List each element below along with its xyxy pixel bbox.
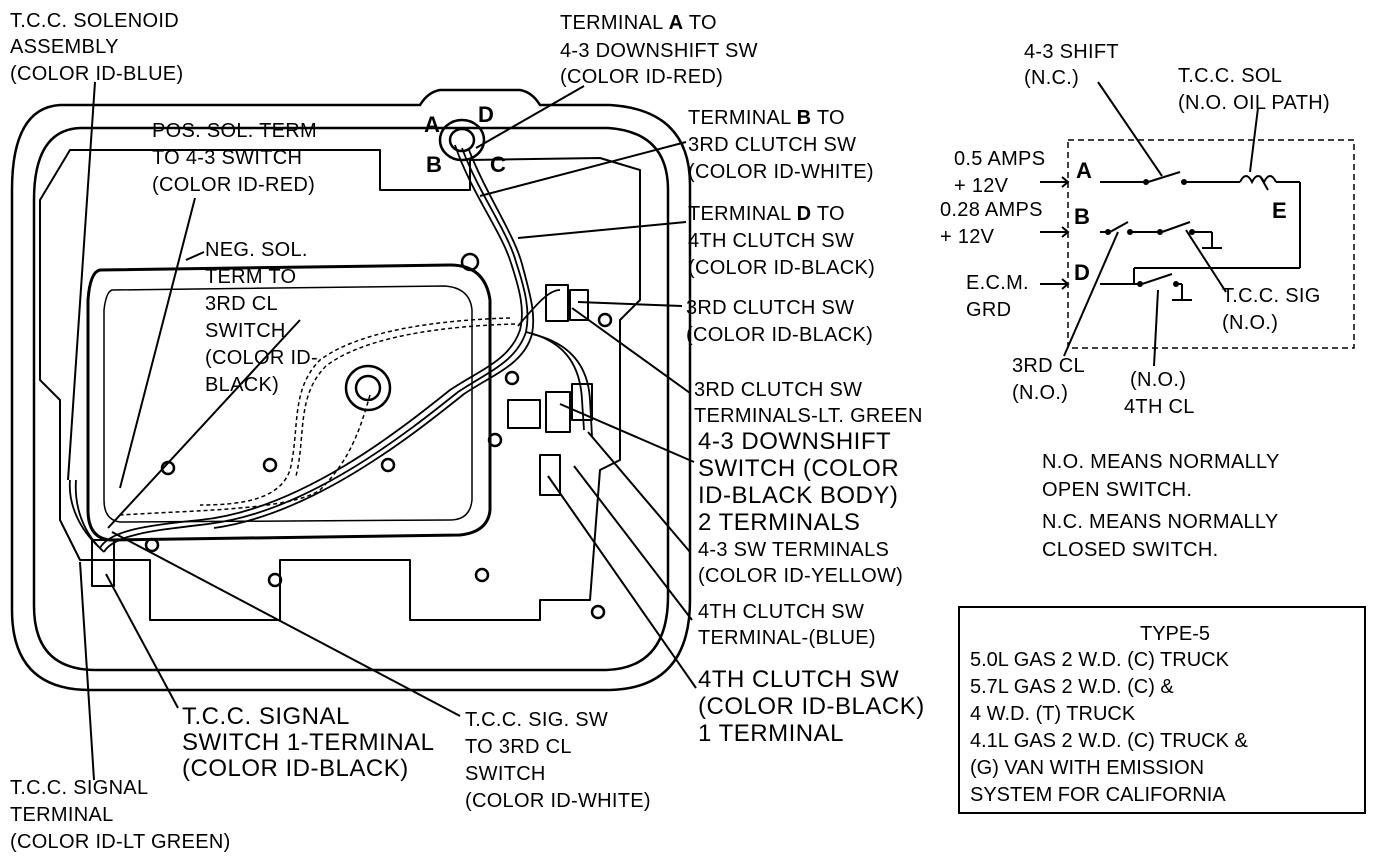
- callout-line: 3RD CLUTCH SW: [694, 379, 863, 401]
- callout-line: TERM TO: [205, 266, 297, 288]
- schematic-amps-b: 0.28 AMPS: [940, 199, 1043, 221]
- callout-text: TO: [811, 107, 845, 129]
- valve-body-outline: [39, 149, 641, 621]
- schematic-third-cl: 3RD CL: [1012, 355, 1085, 377]
- callout-line: T.C.C. SIG. SW: [465, 709, 609, 731]
- callout-line: NEG. SOL.: [205, 239, 308, 261]
- note-no-line2: OPEN SWITCH.: [1042, 479, 1193, 501]
- callout-text: TERMINAL: [688, 203, 797, 225]
- schematic-ecm-grd: GRD: [966, 299, 1012, 321]
- pan-outline: [10, 88, 692, 692]
- filter-screen: [86, 263, 492, 542]
- callout-pin-letter: A: [668, 12, 684, 34]
- callout-line: 4TH CLUTCH SW: [698, 601, 865, 623]
- callout-line: BLACK): [205, 374, 280, 396]
- callout-line: TERMINAL A TO: [560, 13, 717, 33]
- callout-line: TERMINAL: [10, 804, 114, 826]
- type-line: (G) VAN WITH EMISSION: [970, 757, 1205, 779]
- schematic-tcc-sol-type: (N.O. OIL PATH): [1178, 92, 1330, 114]
- callout-line: 4-3 DOWNSHIFT SW: [560, 40, 758, 62]
- callout-pin-letter: B: [796, 107, 812, 129]
- schematic-pin-a: A: [1076, 158, 1092, 183]
- schematic-amps-a: 0.5 AMPS: [954, 148, 1046, 170]
- callout-line: (COLOR ID-BLACK): [698, 693, 925, 720]
- schematic-tcc-sol: T.C.C. SOL: [1178, 65, 1283, 87]
- callout-line: 3RD CLUTCH SW: [688, 134, 857, 156]
- connector-pin-d: D: [478, 102, 494, 127]
- callout-line: 2 TERMINALS: [698, 509, 861, 536]
- callout-line: POS. SOL. TERM: [152, 120, 317, 142]
- callout-line: (COLOR ID-: [205, 347, 318, 369]
- callout-line: 4-3 DOWNSHIFT: [698, 428, 892, 455]
- schematic-pin-e: E: [1272, 198, 1287, 223]
- callout-pin-letter: D: [796, 203, 812, 225]
- callout-line: (COLOR ID-BLACK): [686, 324, 874, 346]
- callout-line: TERMINALS-LT. GREEN: [694, 405, 923, 427]
- type-line: 5.7L GAS 2 W.D. (C) &: [970, 676, 1174, 698]
- schematic-shift-43: 4-3 SHIFT: [1024, 41, 1119, 63]
- callout-line: SWITCH 1-TERMINAL: [182, 729, 435, 756]
- callout-line: 4TH CLUTCH SW: [688, 230, 855, 252]
- callout-line: SWITCH (COLOR: [698, 455, 900, 482]
- callout-line: T.C.C. SIGNAL: [10, 777, 149, 799]
- callout-line: (COLOR ID-RED): [152, 174, 316, 196]
- schematic-tcc-sig-type: (N.O.): [1222, 312, 1279, 334]
- callout-line: 3RD CLUTCH SW: [686, 297, 855, 319]
- schematic-third-cl-type: (N.O.): [1012, 382, 1069, 404]
- callout-line: TERMINAL-(BLUE): [698, 627, 876, 649]
- schematic-fourth-cl-type: (N.O.): [1130, 369, 1187, 391]
- callout-line: 4TH CLUTCH SW: [698, 666, 900, 693]
- schematic-shift-43-type: (N.C.): [1024, 67, 1080, 89]
- connector-pin-c: C: [490, 152, 506, 177]
- type-line: 4 W.D. (T) TRUCK: [970, 703, 1136, 725]
- callout-line: ID-BLACK BODY): [698, 482, 899, 509]
- schematic-volts-b: + 12V: [940, 226, 995, 248]
- callout-line: TO 3RD CL: [465, 736, 572, 758]
- callout-line: ASSEMBLY: [10, 36, 119, 58]
- note-no-line1: N.O. MEANS NORMALLY: [1042, 451, 1280, 473]
- callout-text: TO: [811, 203, 845, 225]
- callout-line: (COLOR ID-BLACK): [182, 755, 409, 782]
- callout-text: TO: [683, 12, 717, 34]
- callout-line: TERMINAL D TO: [688, 204, 845, 224]
- callout-line: 4-3 SW TERMINALS: [698, 539, 890, 561]
- callout-line: SWITCH: [205, 320, 286, 342]
- schematic-ecm: E.C.M.: [966, 272, 1029, 294]
- callout-line: T.C.C. SOLENOID: [10, 10, 179, 32]
- callout-line: (COLOR ID-WHITE): [465, 790, 651, 812]
- callout-line: (COLOR ID-RED): [560, 66, 724, 88]
- callout-text: TERMINAL: [560, 12, 669, 34]
- callout-line: T.C.C. SIGNAL: [182, 703, 350, 730]
- callout-line: (COLOR ID-BLACK): [688, 257, 876, 279]
- callout-line: (COLOR ID-BLUE): [10, 63, 184, 85]
- callout-line: TERMINAL B TO: [688, 108, 845, 128]
- pan-inner-outline: [32, 126, 670, 672]
- callout-line: SWITCH: [465, 763, 546, 785]
- type-line: 5.0L GAS 2 W.D. (C) TRUCK: [970, 649, 1229, 671]
- callout-text: TERMINAL: [688, 107, 797, 129]
- type-title: TYPE-5: [1140, 623, 1211, 645]
- schematic-pin-d: D: [1074, 260, 1090, 285]
- callout-line: (COLOR ID-LT GREEN): [10, 831, 231, 853]
- type-line: SYSTEM FOR CALIFORNIA: [970, 784, 1226, 806]
- connector-pin-a: A: [424, 112, 440, 137]
- note-nc-line1: N.C. MEANS NORMALLY: [1042, 511, 1279, 533]
- schematic-volts-a: + 12V: [954, 175, 1009, 197]
- connector-pin-b: B: [426, 152, 442, 177]
- schematic-fourth-cl: 4TH CL: [1124, 396, 1195, 418]
- callout-line: 1 TERMINAL: [698, 720, 844, 747]
- type-line: 4.1L GAS 2 W.D. (C) TRUCK &: [970, 730, 1248, 752]
- callout-line: (COLOR ID-WHITE): [688, 161, 874, 183]
- callout-line: (COLOR ID-YELLOW): [698, 565, 904, 587]
- note-nc-line2: CLOSED SWITCH.: [1042, 539, 1219, 561]
- schematic-pin-b: B: [1074, 204, 1090, 229]
- callout-line: 3RD CL: [205, 293, 278, 315]
- type-info-box: TYPE-5 5.0L GAS 2 W.D. (C) TRUCK 5.7L GA…: [958, 606, 1366, 814]
- schematic-tcc-sig: T.C.C. SIG: [1222, 285, 1321, 307]
- callout-line: TO 4-3 SWITCH: [152, 147, 303, 169]
- schematic-frame: [1067, 139, 1355, 349]
